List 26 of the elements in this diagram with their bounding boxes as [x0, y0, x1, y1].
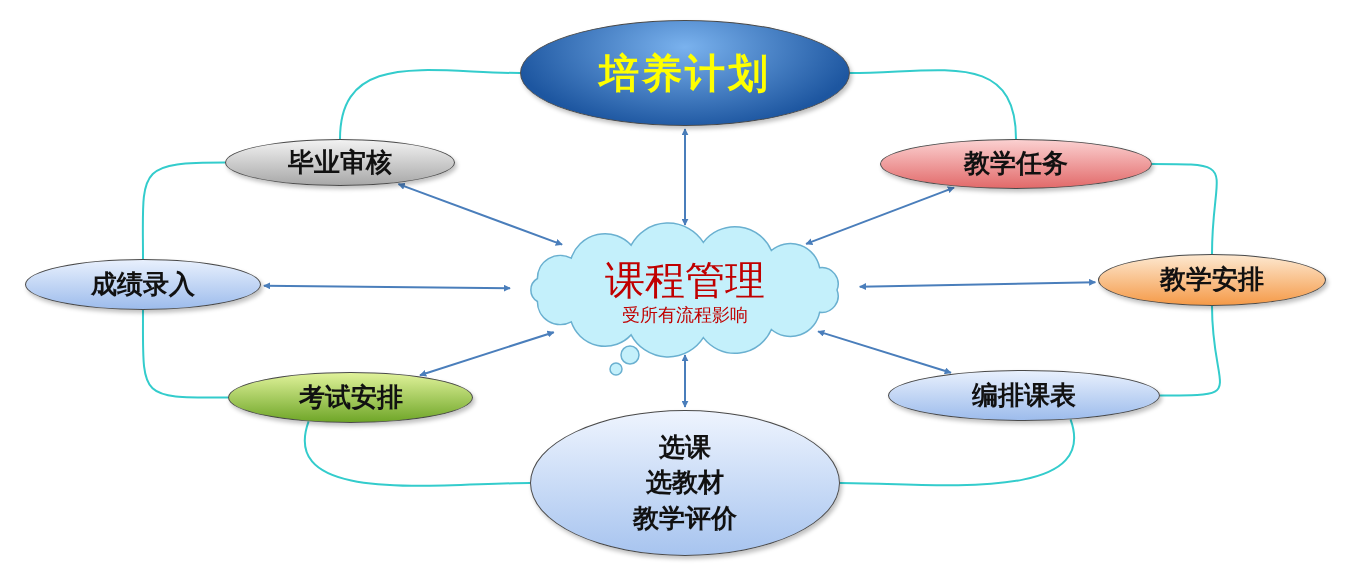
cloud-title: 课程管理 — [605, 256, 765, 305]
connector-curve — [849, 69, 1017, 140]
double-arrow — [681, 354, 689, 408]
double-arrow — [681, 128, 689, 226]
node-label: 选课 — [659, 431, 711, 465]
node-label: 考试安排 — [298, 381, 403, 414]
node-label: 成绩录入 — [91, 268, 195, 301]
node-label: 教学评价 — [633, 501, 737, 535]
double-arrow — [858, 278, 1097, 291]
cloud-subtitle: 受所有流程影响 — [622, 304, 748, 326]
node-label: 培养计划 — [599, 49, 771, 97]
connector-curve — [141, 161, 226, 260]
node-label: 毕业审核 — [288, 146, 392, 179]
node-label: 教学安排 — [1160, 264, 1264, 296]
double-arrow — [262, 282, 512, 292]
double-arrow — [397, 183, 564, 246]
connector-curve — [1159, 305, 1221, 397]
double-arrow — [817, 329, 952, 375]
connector-curve — [141, 309, 229, 399]
node-label: 选教材 — [646, 466, 724, 500]
node-label: 教学任务 — [964, 148, 1068, 180]
double-arrow — [418, 330, 555, 377]
double-arrow — [805, 186, 956, 245]
node-label: 编排课表 — [972, 379, 1076, 412]
connector-curve — [339, 69, 521, 140]
connector-curve — [1151, 163, 1218, 255]
